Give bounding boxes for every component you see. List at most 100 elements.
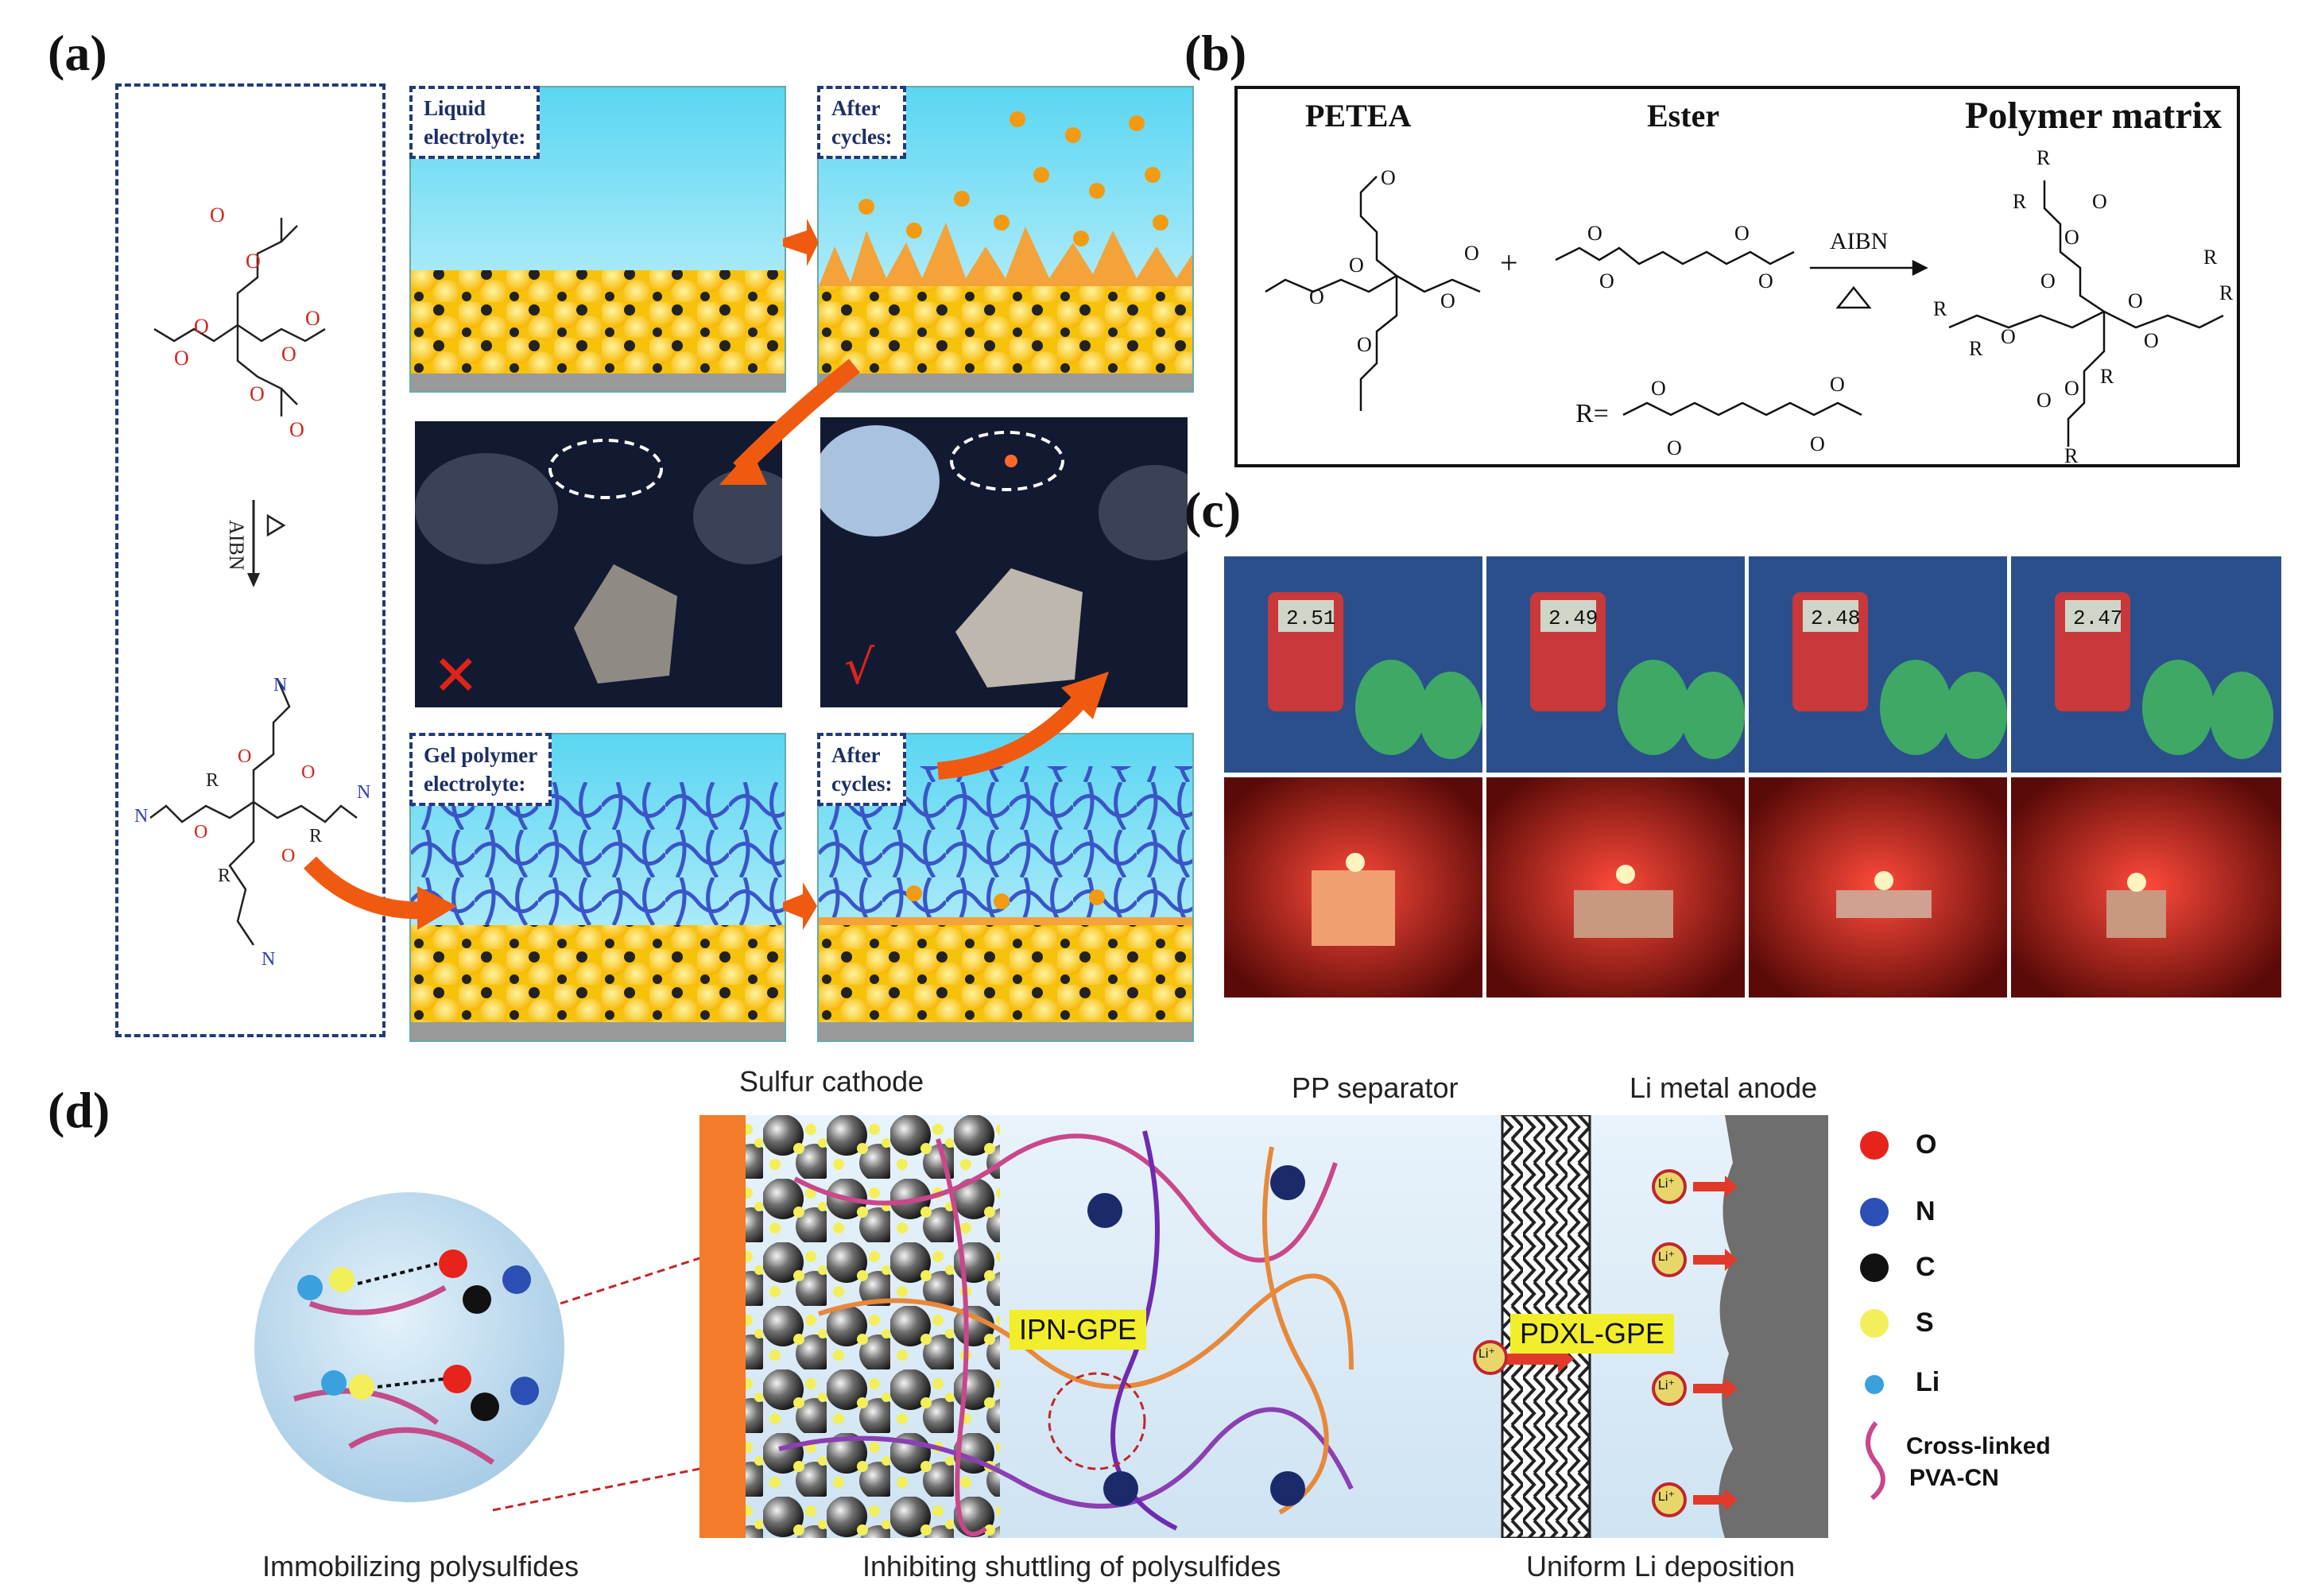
li-anode (1719, 1115, 1828, 1538)
legend-swatch-s (1860, 1309, 1889, 1338)
tag-gel-polymer-electrolyte: Gel polymer electrolyte: (409, 733, 552, 806)
legend-chain-icon (1866, 1421, 1885, 1501)
svg-text:O: O (2092, 190, 2107, 213)
svg-text:O: O (1810, 432, 1825, 455)
svg-text:O: O (238, 746, 251, 767)
gel-electrolyte-schematic (409, 733, 786, 1042)
svg-text:R: R (2036, 146, 2051, 169)
meter-reading: 2.48 (1811, 606, 1860, 630)
svg-text:R: R (218, 866, 231, 886)
panel-c-photos: 2.51 2.49 2.48 2.47 (1224, 556, 2281, 998)
legend-swatch-c (1860, 1253, 1889, 1282)
tag-after-cycles-top: After cycles: (817, 86, 907, 159)
svg-text:O: O (194, 822, 207, 843)
legend-label-n: N (1916, 1196, 1936, 1226)
svg-text:R: R (1969, 337, 1983, 360)
svg-text:O: O (2036, 389, 2052, 412)
svg-text:O: O (246, 250, 261, 273)
li-ion-label: Li⁺ (1658, 1250, 1675, 1264)
legend-label-li: Li (1916, 1367, 1940, 1397)
caption-inhibiting: Inhibiting shuttling of polysulfides (862, 1550, 1281, 1582)
panel-c-label: (c) (1184, 482, 1242, 538)
svg-text:R: R (2100, 365, 2114, 388)
tag-line: cycles: (831, 772, 893, 796)
svg-text:O: O (2128, 289, 2143, 312)
current-collector (699, 1115, 746, 1538)
svg-text:O: O (1464, 242, 1479, 265)
tag-line: After (831, 743, 881, 767)
li-ion-label: Li⁺ (1478, 1347, 1495, 1361)
svg-text:O: O (1830, 373, 1845, 396)
svg-text:O: O (1309, 285, 1324, 308)
svg-text:O: O (210, 203, 225, 227)
legend-chain-line: Cross-linked (1906, 1433, 2051, 1459)
legend-swatches (1860, 1131, 1889, 1501)
svg-text:O: O (1734, 222, 1750, 245)
photo-liquid-fail: ✕ (415, 421, 782, 707)
tag-line: cycles: (831, 125, 893, 149)
tag-line: Gel polymer (424, 743, 538, 767)
led-photo-row (1224, 777, 2281, 998)
panel-a-label: (a) (48, 25, 107, 81)
tag-line: After (831, 96, 881, 120)
legend-swatch-n (1860, 1198, 1889, 1226)
svg-text:O: O (1440, 289, 1455, 312)
caption-immobilizing: Immobilizing polysulfides (262, 1550, 579, 1582)
svg-text:O: O (250, 382, 265, 405)
meter-reading: 2.49 (1548, 606, 1598, 630)
pass-mark: √ (844, 640, 875, 695)
arrow-right-top (783, 219, 819, 266)
svg-text:N: N (273, 675, 287, 695)
svg-text:O: O (194, 315, 209, 338)
svg-text:O: O (2144, 329, 2159, 352)
svg-text:R: R (206, 770, 219, 791)
legend-label-chain: Cross-linked PVA-CN (1906, 1431, 2051, 1494)
reaction-scheme: OO OO OO OO AIBN N N N N O O O O R R R (134, 203, 370, 970)
li-ion-label: Li⁺ (1658, 1490, 1675, 1504)
svg-text:R: R (2203, 246, 2218, 269)
svg-text:O: O (1357, 333, 1372, 356)
ipn-gpe-box: IPN-GPE (1009, 1310, 1147, 1350)
label-sulfur-cathode: Sulfur cathode (739, 1065, 924, 1098)
magnified-view (254, 1192, 731, 1512)
arrow-curve-gel (303, 856, 430, 920)
svg-text:O: O (281, 343, 296, 366)
svg-text:O: O (1349, 254, 1364, 277)
meter-reading: 2.51 (1286, 606, 1335, 630)
svg-text:O: O (2064, 226, 2079, 249)
svg-text:O: O (1381, 166, 1396, 189)
r-definition: R= (1575, 399, 1609, 428)
svg-text:R: R (1933, 297, 1947, 320)
meter-readings: 2.51 2.49 2.48 2.47 (1286, 606, 2122, 630)
li-ion-arrows (1506, 1176, 1738, 1511)
svg-text:N: N (357, 782, 370, 803)
petea-name: PETEA (1305, 98, 1412, 134)
panel-a-arrows (303, 219, 1109, 930)
meter-photo-row (1224, 556, 2281, 773)
arrow-curve-up (936, 693, 1088, 780)
pdxl-gpe-box: PDXL-GPE (1510, 1314, 1675, 1354)
legend-label-c: C (1916, 1252, 1936, 1282)
tag-line: electrolyte: (424, 772, 526, 796)
caption-uniform-li: Uniform Li deposition (1526, 1550, 1796, 1582)
svg-text:O: O (289, 418, 304, 441)
tag-line: electrolyte: (424, 125, 526, 149)
svg-text:O: O (301, 762, 315, 783)
svg-text:N: N (134, 806, 148, 827)
legend-swatch-o (1860, 1131, 1889, 1160)
element-legend: O N C S Li Cross-linked PVA-CN (1852, 1125, 2059, 1506)
arrow-curve-down (733, 358, 860, 475)
legend-label-s: S (1916, 1307, 1934, 1338)
legend-chain-line: PVA-CN (1909, 1465, 1999, 1491)
plus-sign: + (1500, 245, 1518, 281)
after-cycles-gel-schematic (817, 733, 1194, 1042)
svg-text:O: O (2040, 269, 2056, 292)
tag-line: Liquid (424, 96, 486, 120)
panel-b-label: (b) (1184, 25, 1247, 81)
svg-text:O: O (1667, 436, 1682, 459)
legend-swatch-li (1865, 1375, 1884, 1394)
li-ion-label: Li⁺ (1658, 1379, 1675, 1393)
svg-text:O: O (1587, 222, 1602, 245)
li-ion-label: Li⁺ (1658, 1177, 1675, 1191)
